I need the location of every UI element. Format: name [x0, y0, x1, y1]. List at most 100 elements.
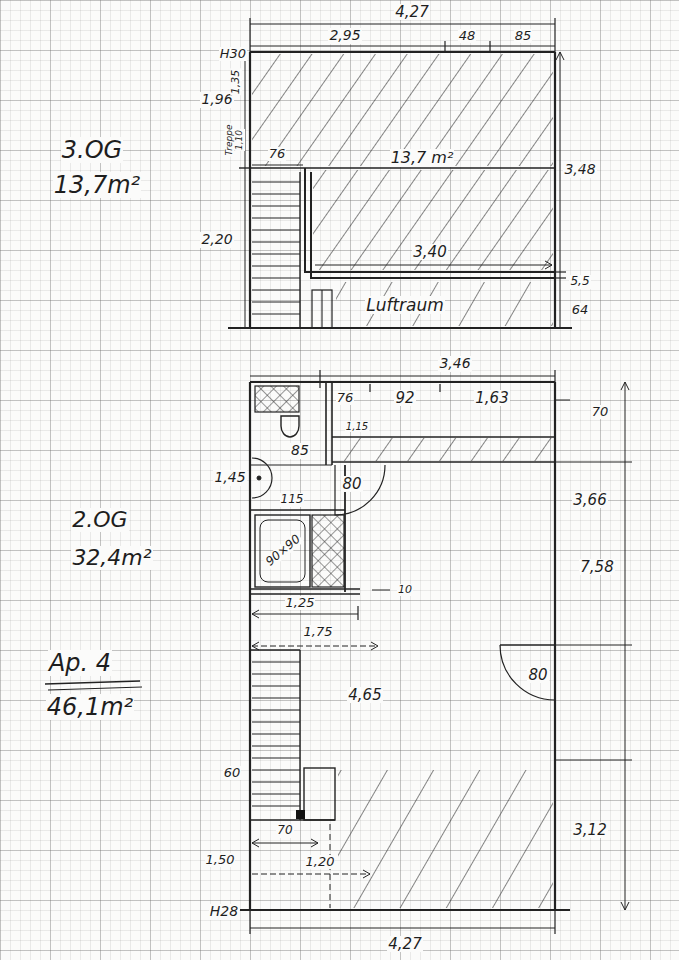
plan-rect	[304, 768, 335, 820]
plan-line	[252, 733, 300, 734]
dimension-label: 4,27	[387, 936, 422, 953]
plan-line	[555, 760, 632, 761]
plan-line	[252, 205, 300, 206]
dimension-label: 70	[591, 405, 610, 419]
plan-line	[239, 167, 251, 168]
plan-line	[321, 290, 322, 328]
plan-line	[252, 229, 300, 230]
plan-rect	[338, 770, 553, 908]
plan-line	[252, 769, 300, 770]
plan-line	[250, 376, 555, 377]
plan-rect	[312, 515, 344, 587]
plan-g	[252, 182, 300, 314]
dimension-label: 3,48	[563, 162, 596, 177]
dimension-label: 3,46	[438, 356, 471, 371]
plan-line	[444, 41, 445, 51]
plan-line	[252, 614, 358, 615]
room-label: Luftraum	[365, 296, 445, 315]
dimension-label: 1,45	[213, 470, 246, 485]
plan-line	[250, 588, 360, 590]
plan-line	[252, 661, 300, 662]
plan-line	[332, 436, 555, 437]
dimension-label: 7,58	[579, 559, 614, 576]
plan-polyline	[621, 382, 629, 390]
plan-rect	[260, 520, 305, 582]
dimension-label: 64	[571, 303, 590, 317]
plan-line	[252, 217, 300, 218]
plan-polyline	[621, 902, 629, 910]
plan-line	[249, 382, 251, 910]
plan-line	[332, 461, 555, 462]
dimension-label: 1,15	[345, 421, 369, 432]
plan-polyline	[371, 642, 378, 650]
plan-line	[325, 382, 327, 465]
plan-line	[555, 645, 632, 646]
height-label: H30	[219, 47, 247, 61]
plan-line	[45, 681, 140, 684]
plan-line	[252, 781, 300, 782]
dimension-label: 4,65	[347, 687, 382, 704]
plan-polyline	[545, 261, 552, 269]
plan-g	[252, 662, 300, 806]
plan-line	[250, 649, 300, 650]
plan-line	[252, 685, 300, 686]
plan-rect	[333, 438, 553, 461]
plan-polyline	[311, 172, 555, 278]
plan-line	[252, 241, 300, 242]
plan-line	[252, 165, 303, 166]
plan-line	[331, 382, 333, 465]
apartment-name: Ap. 4	[48, 650, 112, 676]
dimension-label: 70	[276, 824, 293, 837]
area-label: 13,7 m²	[390, 149, 455, 167]
plan-rect	[312, 290, 332, 328]
door-width: 80	[341, 476, 362, 493]
dimension-label: 1,25	[285, 596, 316, 610]
plan-line	[252, 757, 300, 758]
plan-line	[48, 687, 142, 690]
plan-line	[554, 370, 555, 382]
floor-name: 2.OG	[71, 508, 128, 532]
dimension-label: 3,40	[412, 244, 447, 261]
plan-line	[250, 51, 555, 53]
plan-line	[249, 52, 251, 328]
plan-line	[252, 253, 300, 254]
plan-line	[250, 167, 555, 168]
plan-polyline	[305, 168, 555, 272]
plan-line	[555, 277, 566, 278]
height-label: H28	[209, 904, 239, 919]
plan-line	[372, 590, 390, 591]
dimension-label: 85	[514, 29, 533, 43]
dimension-label: 1,35	[230, 69, 242, 96]
area-label: 32,4m²	[71, 546, 152, 570]
plan-line	[250, 381, 555, 383]
dimension-label: 48	[458, 29, 477, 43]
door-width: 80	[527, 667, 548, 684]
dimension-label: 2,95	[328, 28, 361, 43]
plan-rect	[255, 515, 310, 587]
lower-floor	[45, 370, 632, 934]
plan-line	[252, 805, 300, 806]
plan-line	[252, 646, 378, 647]
plan-polyline	[252, 642, 259, 650]
plan-line	[299, 172, 300, 328]
plan-polyline	[556, 52, 564, 60]
dimension-label: 10	[397, 584, 413, 596]
plan-line	[250, 509, 345, 511]
dimension-label: 3,12	[572, 822, 607, 839]
area-label: 46,1m²	[46, 694, 134, 720]
plan-polyline	[311, 839, 318, 847]
note-label: Treppe	[224, 123, 234, 156]
plan-line	[250, 928, 555, 929]
dimension-label: 5,5	[569, 275, 590, 288]
plan-line	[252, 181, 300, 182]
plan-path	[335, 465, 385, 515]
plan-rect	[255, 386, 299, 412]
dimension-label: 1,75	[303, 625, 334, 639]
plan-path	[252, 458, 272, 498]
dimension-label: 1,10	[235, 129, 245, 151]
plan-line	[555, 400, 570, 401]
plan-line	[625, 382, 626, 910]
dimension-label: 76	[268, 147, 287, 161]
plan-polyline	[252, 610, 259, 618]
plan-line	[252, 193, 300, 194]
